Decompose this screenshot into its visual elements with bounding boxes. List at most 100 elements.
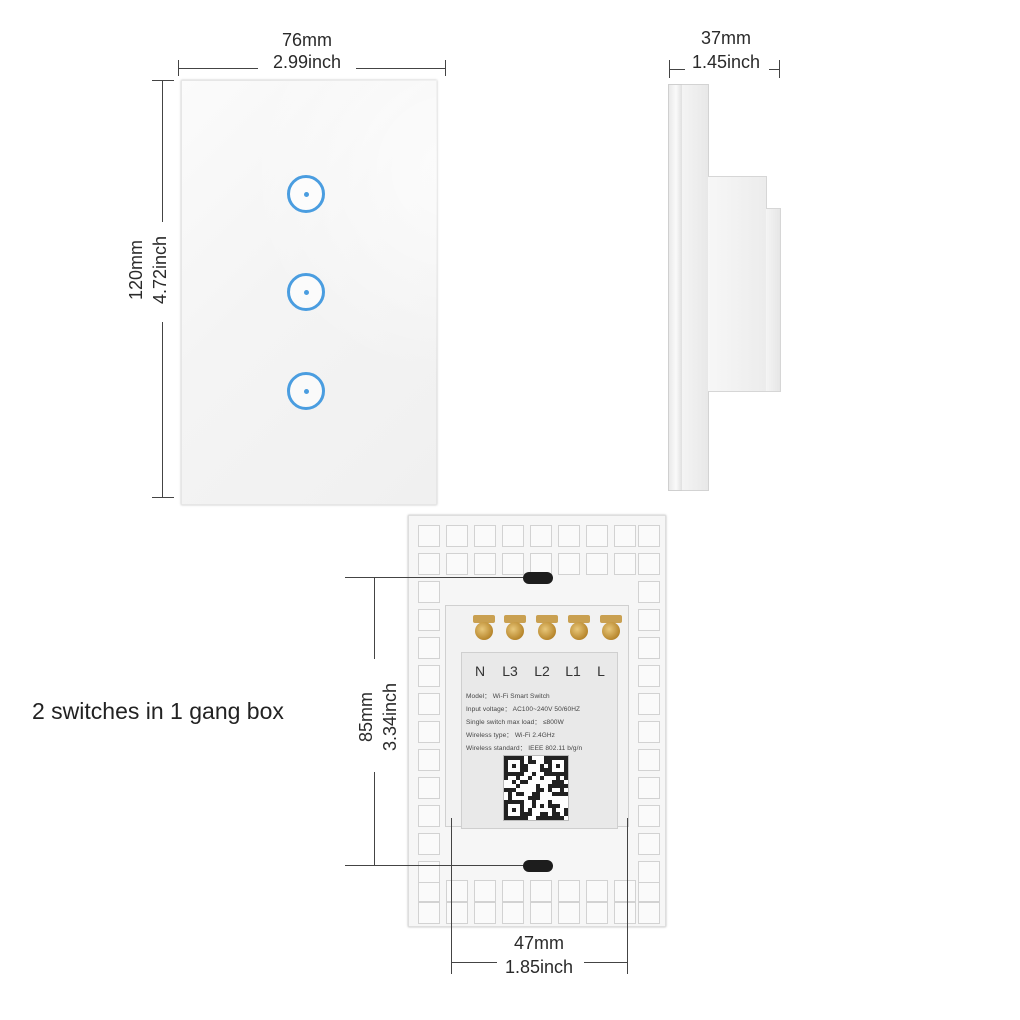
qr-module	[564, 756, 568, 760]
terminal-clamp	[536, 615, 558, 623]
qr-module	[564, 776, 568, 780]
grid-cell	[418, 880, 440, 902]
inner-width-inch-label: 1.85inch	[504, 957, 574, 977]
spec-max-load: Single switch max load： ≤800W	[466, 719, 564, 726]
qr-module	[552, 756, 556, 760]
qr-code	[503, 755, 569, 821]
qr-module	[504, 760, 508, 764]
terminal-label-n: N	[474, 663, 486, 679]
qr-module	[552, 792, 556, 796]
gang-box-caption: 2 switches in 1 gang box	[32, 698, 284, 724]
qr-module	[564, 812, 568, 816]
grid-cell	[446, 902, 468, 924]
qr-module	[520, 760, 524, 764]
grid-cell	[558, 525, 580, 547]
grid-cell	[614, 553, 636, 575]
qr-module	[512, 772, 516, 776]
qr-module	[560, 772, 564, 776]
qr-module	[560, 780, 564, 784]
grid-cell	[638, 553, 660, 575]
qr-module	[524, 780, 528, 784]
qr-module	[536, 784, 540, 788]
grid-cell	[418, 777, 440, 799]
grid-cell	[418, 693, 440, 715]
grid-cell	[638, 833, 660, 855]
qr-module	[516, 792, 520, 796]
grid-cell	[558, 902, 580, 924]
grid-cell	[586, 880, 608, 902]
qr-module	[560, 788, 564, 792]
qr-module	[552, 784, 556, 788]
terminal-screw	[475, 622, 493, 640]
qr-module	[504, 776, 508, 780]
qr-module	[540, 816, 544, 820]
side-mount-plate	[682, 84, 709, 491]
qr-module	[544, 812, 548, 816]
touch-button-1	[287, 175, 325, 213]
qr-module	[512, 816, 516, 820]
qr-module	[508, 756, 512, 760]
side-body	[708, 176, 767, 392]
qr-module	[508, 792, 512, 796]
qr-module	[540, 812, 544, 816]
qr-module	[504, 756, 508, 760]
grid-cell	[638, 777, 660, 799]
qr-module	[520, 764, 524, 768]
qr-module	[516, 816, 520, 820]
qr-module	[556, 816, 560, 820]
grid-cell	[530, 880, 552, 902]
grid-cell	[638, 721, 660, 743]
grid-cell	[638, 880, 660, 902]
grid-cell	[614, 880, 636, 902]
qr-module	[516, 772, 520, 776]
qr-module	[536, 788, 540, 792]
qr-module	[520, 800, 524, 804]
touch-button-3	[287, 372, 325, 410]
qr-module	[520, 816, 524, 820]
qr-module	[532, 804, 536, 808]
grid-cell	[418, 861, 440, 883]
qr-module	[504, 764, 508, 768]
qr-module	[560, 756, 564, 760]
qr-module	[548, 772, 552, 776]
spec-wireless-standard: Wireless standard： IEEE 802.11 b/g/n	[466, 745, 583, 752]
qr-module	[512, 788, 516, 792]
qr-module	[504, 804, 508, 808]
qr-module	[508, 788, 512, 792]
grid-cell	[418, 525, 440, 547]
touch-button-2	[287, 273, 325, 311]
qr-module	[528, 756, 532, 760]
qr-module	[536, 796, 540, 800]
terminal-screw	[538, 622, 556, 640]
qr-module	[556, 764, 560, 768]
front-height-inch-label: 4.72inch	[150, 235, 170, 305]
grid-cell	[502, 880, 524, 902]
terminal-screw	[602, 622, 620, 640]
grid-cell	[502, 525, 524, 547]
qr-module	[548, 804, 552, 808]
qr-module	[504, 800, 508, 804]
qr-module	[544, 768, 548, 772]
qr-module	[524, 764, 528, 768]
qr-module	[564, 768, 568, 772]
qr-module	[532, 796, 536, 800]
qr-module	[532, 772, 536, 776]
grid-cell	[638, 861, 660, 883]
terminal-screw	[506, 622, 524, 640]
qr-module	[528, 812, 532, 816]
grid-cell	[418, 721, 440, 743]
qr-module	[516, 756, 520, 760]
terminal-clamp	[473, 615, 495, 623]
side-depth-mm-label: 37mm	[700, 28, 751, 48]
qr-module	[552, 780, 556, 784]
grid-cell	[418, 805, 440, 827]
grid-cell	[558, 880, 580, 902]
qr-module	[520, 780, 524, 784]
grid-cell	[638, 581, 660, 603]
qr-module	[564, 784, 568, 788]
grid-cell	[418, 665, 440, 687]
grid-cell	[638, 609, 660, 631]
terminal-clamp	[568, 615, 590, 623]
qr-module	[548, 756, 552, 760]
grid-cell	[418, 609, 440, 631]
